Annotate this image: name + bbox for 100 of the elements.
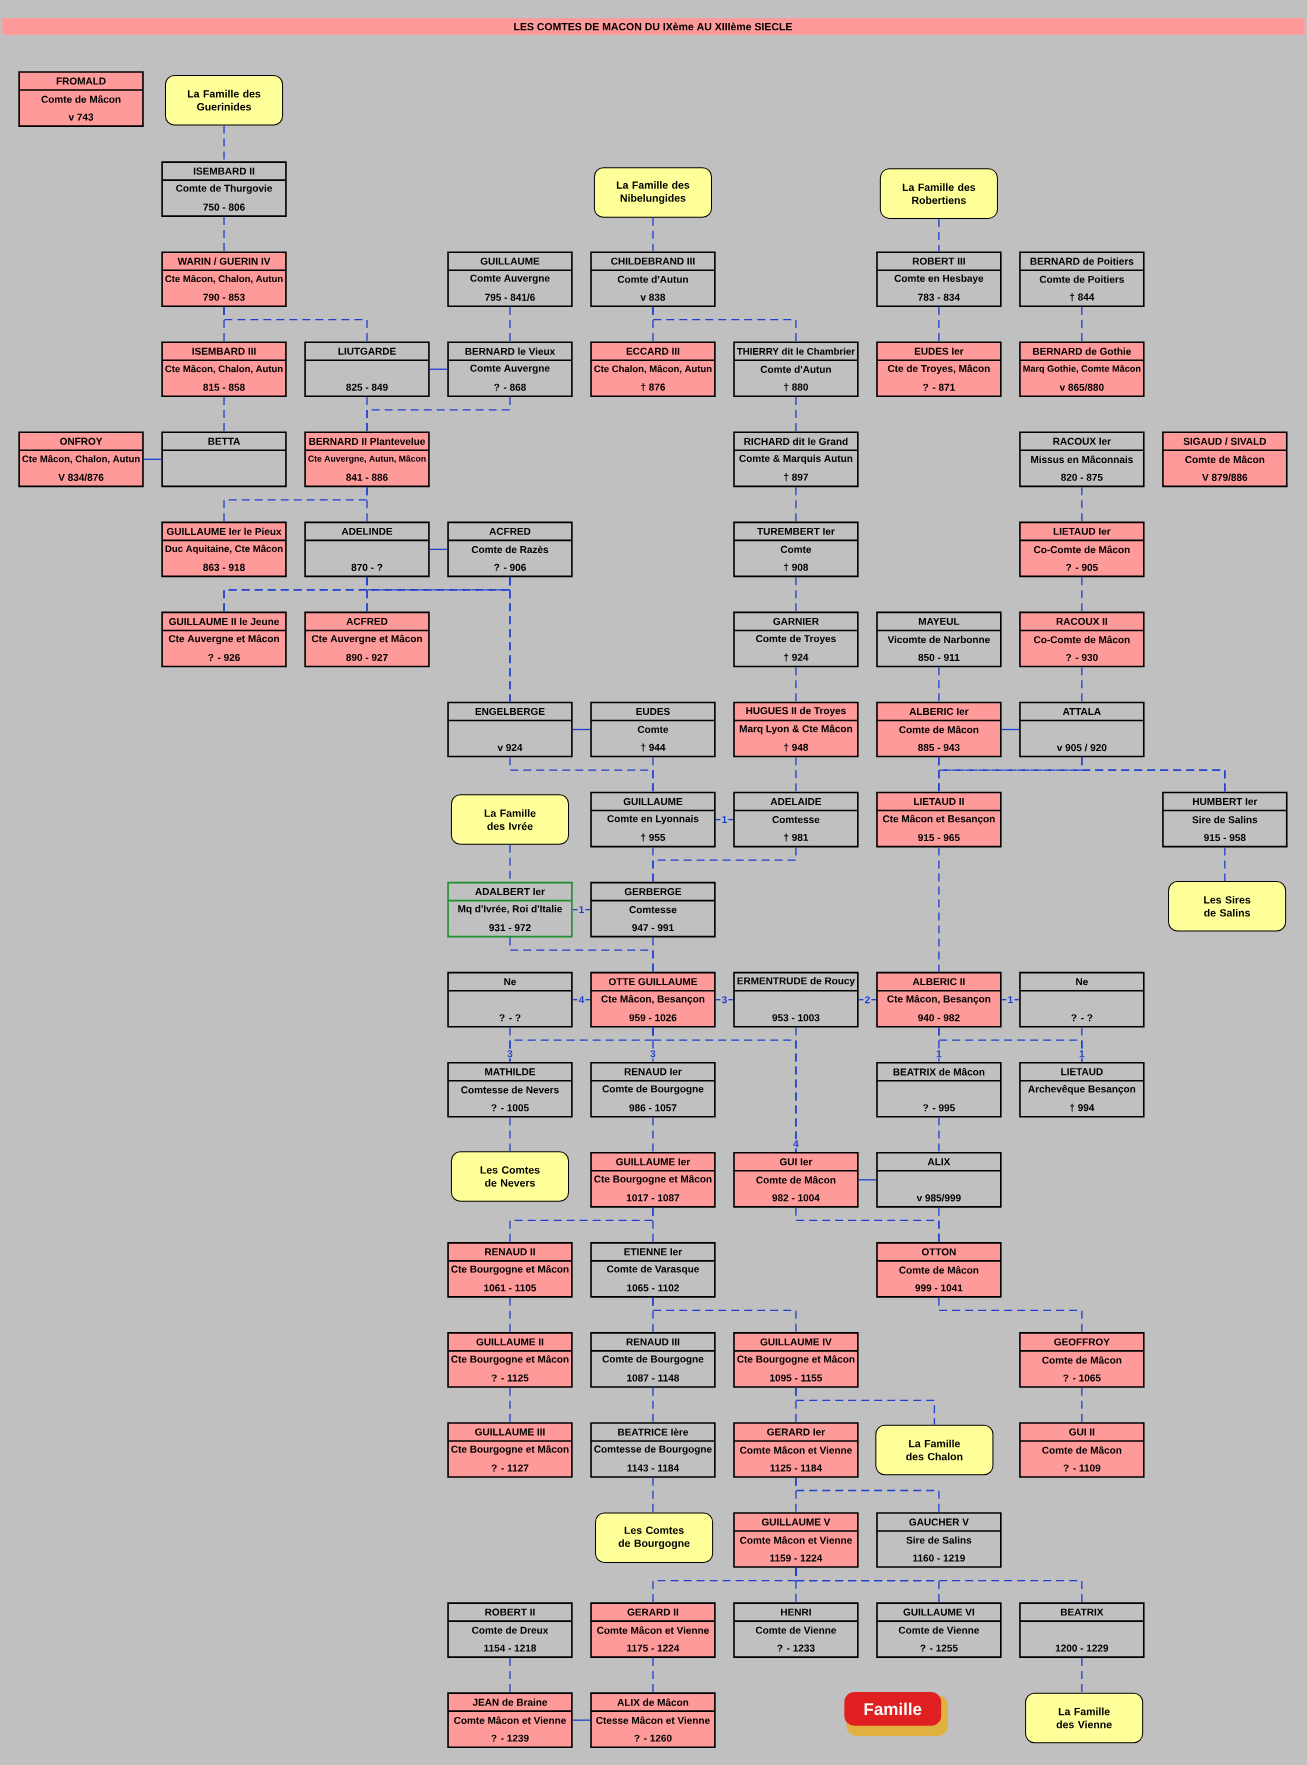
title-banner: LES COMTES DE MACON DU IXème AU XIIIème SIECLE [2, 18, 1305, 35]
edge-label: 1 [1077, 1049, 1086, 1059]
descent-line [795, 1387, 936, 1426]
person-box: ALIX de Mâcon Ctesse Mâcon et Vienne ? - 1260 [590, 1692, 716, 1748]
descent-line [1081, 1026, 1083, 1063]
descent-line [1081, 486, 1083, 523]
descent-line [223, 216, 225, 253]
person-box: ACFRED Comte de Razès ? - 906 [447, 521, 573, 578]
descent-line [1081, 756, 1226, 793]
descent-line [652, 306, 797, 343]
descent-line [795, 666, 797, 703]
descent-line [509, 576, 511, 703]
person-box: GUILLAUME VI Comte de Vienne ? - 1255 [876, 1602, 1002, 1658]
descent-line [1081, 306, 1083, 343]
person-box: ADALBERT Ier Mq d'Ivrée, Roi d'Italie 931 - 972 [447, 881, 573, 938]
descent-line [652, 756, 654, 793]
famille-button: Famille [844, 1692, 948, 1736]
descent-line [366, 486, 368, 523]
descent-line [652, 1387, 654, 1423]
person-box: ROBERT III Comte en Hesbaye 783 - 834 [876, 251, 1002, 308]
person-box: GUILLAUME II Cte Bourgogne et Mâcon ? - 1125 [447, 1332, 573, 1388]
edge-label: 1 [577, 905, 586, 915]
marriage-line [572, 1719, 591, 1721]
descent-line [652, 1297, 797, 1333]
marriage-line [1000, 728, 1020, 731]
descent-line [938, 218, 940, 253]
person-box: MAYEUL Vicomte de Narbonne 850 - 911 [876, 611, 1002, 668]
descent-line [795, 1477, 940, 1513]
descent-line [509, 1657, 511, 1693]
descent-line [938, 1297, 1083, 1333]
descent-line [652, 217, 654, 253]
person-box: THIERRY dit le Chambrier Comte d'Autun † 880 [733, 341, 859, 398]
person-box: ADELAIDE Comtesse † 981 [733, 791, 859, 848]
person-box: ENGELBERGE v 924 [447, 701, 573, 758]
family-box: Les Comtes de Nevers [450, 1151, 569, 1202]
person-box: BERNARD II Plantevelue Cte Auvergne, Autun, Mâcon 841 - 886 [304, 431, 430, 488]
edge-label: 1 [1006, 995, 1015, 1005]
family-box: La Famille des Vienne [1025, 1692, 1144, 1744]
person-box: TUREMBERT Ier Comte † 908 [733, 521, 859, 578]
person-box: BEATRICE Ière Comtesse de Bourgogne 1143 - 1184 [590, 1422, 716, 1478]
descent-line [795, 576, 797, 613]
person-box: HUMBERT Ier Sire de Salins 915 - 958 [1162, 791, 1288, 848]
family-box: Les Sires de Salins [1168, 881, 1287, 932]
person-box: BETTA [161, 431, 287, 488]
person-box: GUILLAUME V Comte Mâcon et Vienne 1159 - 1224 [733, 1512, 859, 1568]
person-box: ECCARD III Cte Chalon, Mâcon, Autun † 876 [590, 341, 716, 398]
marriage-line [858, 1179, 877, 1181]
person-box: RACOUX Ier Missus en Mâconnais 820 - 875 [1019, 431, 1145, 488]
edge-label: 3 [720, 994, 729, 1005]
person-box: GUI II Comte de Mâcon ? - 1109 [1019, 1422, 1145, 1478]
person-box: LIETAUD II Cte Mâcon et Besançon 915 - 965 [876, 791, 1002, 848]
descent-line [938, 1116, 940, 1153]
person-box: WARIN / GUERIN IV Cte Mâcon, Chalon, Autun 790 - 853 [161, 251, 287, 308]
family-box: La Famille des Guerinides [165, 74, 284, 126]
descent-line [795, 1567, 1083, 1603]
marriage-line [572, 728, 591, 731]
descent-line [938, 666, 940, 703]
person-box: LIETAUD Archevêque Besançon † 994 [1019, 1061, 1145, 1118]
person-box: GUILLAUME IV Cte Bourgogne et Mâcon 1095 - 1155 [733, 1332, 859, 1388]
person-box: GERARD II Comte Mâcon et Vienne 1175 - 1224 [590, 1602, 716, 1658]
person-box: ADELINDE 870 - ? [304, 521, 430, 578]
descent-line [938, 306, 940, 343]
person-box: LIETAUD Ier Co-Comte de Mâcon ? - 905 [1019, 521, 1145, 578]
person-box: RENAUD III Comte de Bourgogne 1087 - 1148 [590, 1332, 716, 1388]
descent-line [652, 846, 797, 883]
descent-line [509, 1387, 511, 1423]
person-box: HENRI Comte de Vienne ? - 1233 [733, 1602, 859, 1658]
person-box: GERARD Ier Comte Mâcon et Vienne 1125 - 1184 [733, 1422, 859, 1478]
descent-line [223, 124, 225, 162]
person-box: ETIENNE Ier Comte de Varasque 1065 - 1102 [590, 1242, 716, 1298]
descent-line [652, 1207, 654, 1243]
person-box: HUGUES II de Troyes Marq Lyon & Cte Mâcon † 948 [733, 701, 859, 758]
family-box: Les Comtes de Bourgogne [595, 1512, 714, 1564]
edge-label: 4 [791, 1139, 800, 1149]
person-box: GUILLAUME Comte en Lyonnais † 955 [590, 791, 716, 848]
person-box: GUILLAUME Ier Cte Bourgogne et Mâcon 1017 - 1087 [590, 1152, 716, 1208]
descent-line [795, 756, 797, 793]
family-box: La Famille des Chalon [875, 1424, 994, 1476]
descent-line [1224, 846, 1226, 882]
descent-line [223, 306, 368, 343]
person-box: Ne ? - ? [1019, 971, 1145, 1028]
person-box: SIGAUD / SIVALD Comte de Mâcon V 879/886 [1162, 431, 1288, 488]
person-box: ACFRED Cte Auvergne et Mâcon 890 - 927 [304, 611, 430, 668]
person-box: RACOUX II Co-Comte de Mâcon ? - 930 [1019, 611, 1145, 668]
person-box: ISEMBARD III Cte Mâcon, Chalon, Autun 815 - 858 [161, 341, 287, 398]
person-box: RENAUD II Cte Bourgogne et Mâcon 1061 - 1105 [447, 1242, 573, 1298]
descent-line [652, 1477, 654, 1514]
person-box: EUDES Comte † 944 [590, 701, 716, 758]
person-box: ATTALA v 905 / 920 [1019, 701, 1145, 758]
person-box: LIUTGARDE 825 - 849 [304, 341, 430, 398]
person-box: BERNARD le Vieux Comte Auvergne ? - 868 [447, 341, 573, 398]
person-box: EUDES Ier Cte de Troyes, Mâcon ? - 871 [876, 341, 1002, 398]
descent-line [938, 1207, 940, 1243]
descent-line [509, 306, 511, 343]
person-box: ROBERT II Comte de Dreux 1154 - 1218 [447, 1602, 573, 1658]
person-box: ONFROY Cte Mâcon, Chalon, Autun V 834/876 [18, 431, 144, 488]
descent-line [652, 936, 654, 973]
descent-line [1081, 1657, 1083, 1694]
person-box: ALBERIC Ier Comte de Mâcon 885 - 943 [876, 701, 1002, 758]
person-box: OTTE GUILLAUME Cte Mâcon, Besançon 959 - 1026 [590, 971, 716, 1028]
